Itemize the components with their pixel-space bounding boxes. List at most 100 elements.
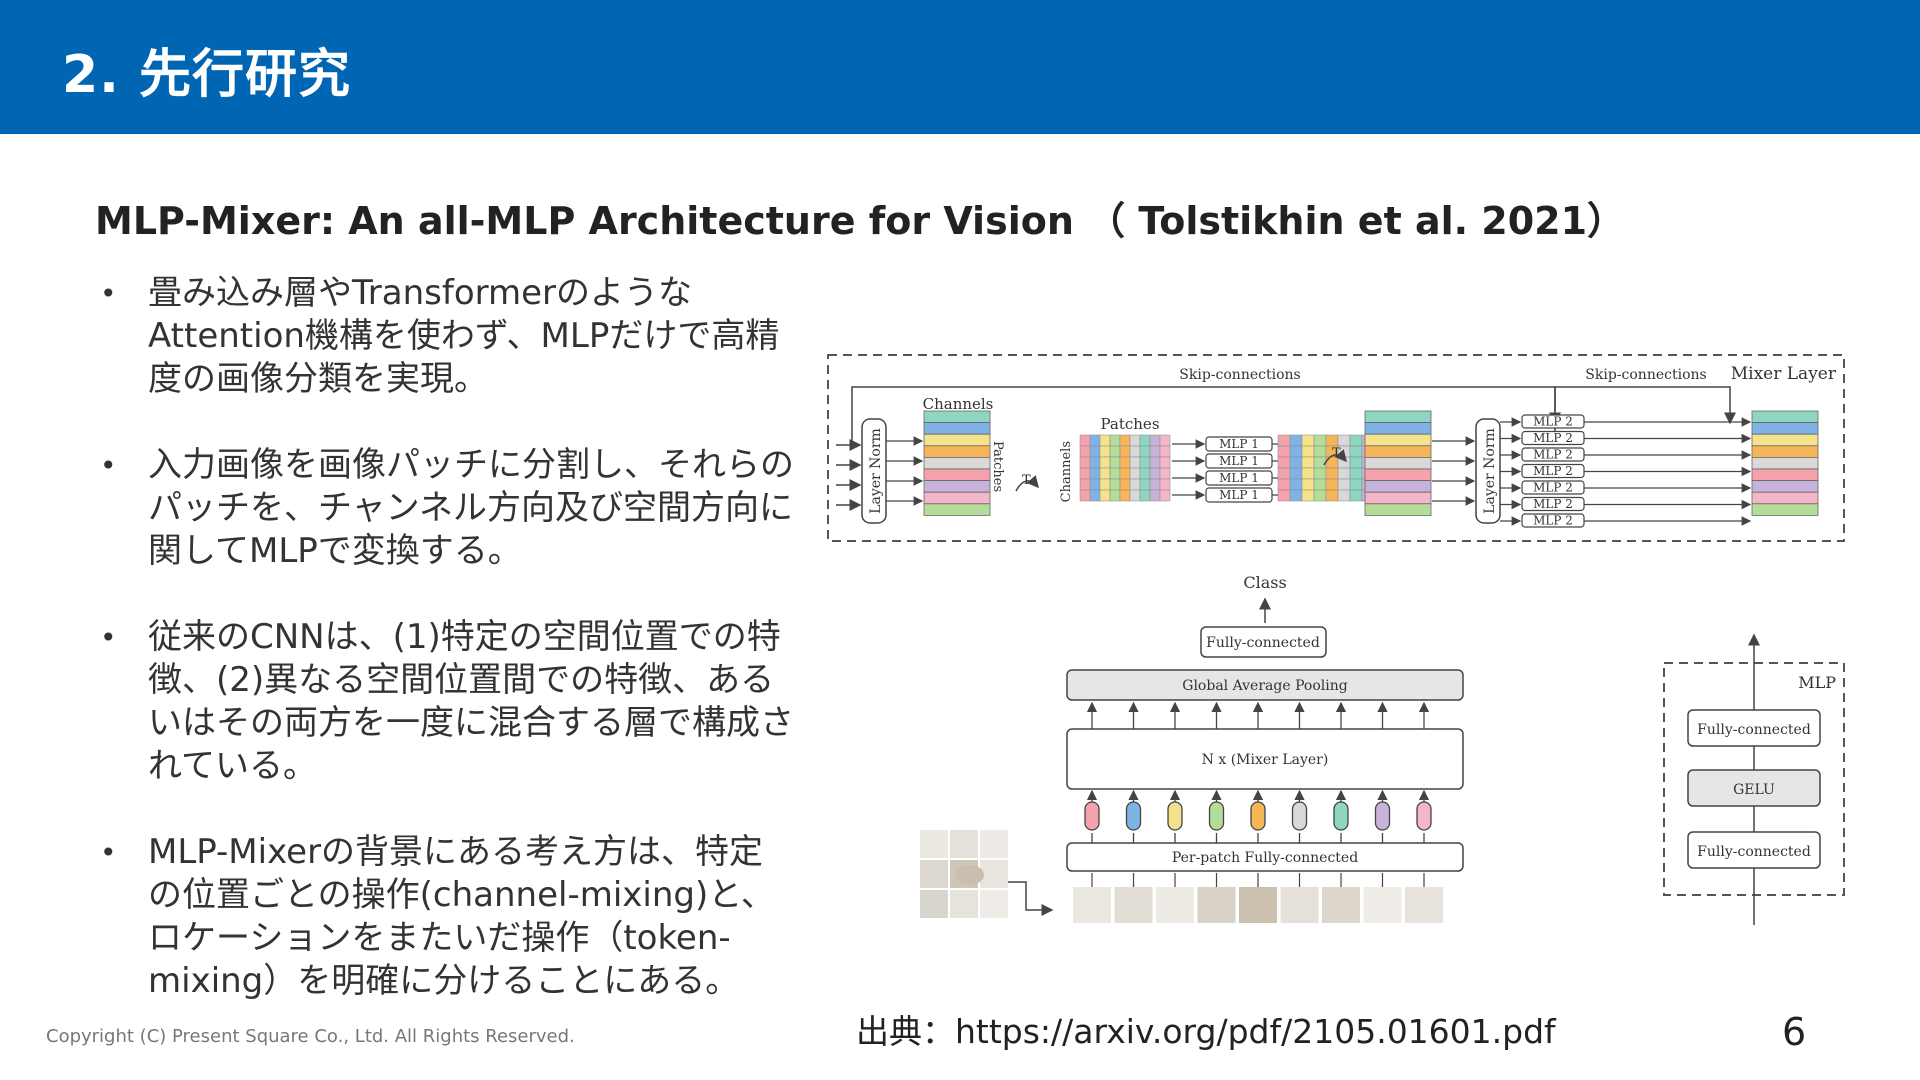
patch-cell: [1313, 445, 1327, 458]
patch-cell: [1109, 478, 1121, 491]
patch-cell: [1313, 434, 1327, 447]
input-patch: [1197, 887, 1236, 923]
title-bar: 2. 先行研究: [0, 0, 1920, 134]
channel-row: [1364, 433, 1432, 447]
channel-row: [923, 491, 991, 505]
mlp2-label: MLP 2: [1533, 481, 1573, 495]
input-patch: [1363, 887, 1402, 923]
patch-cell: [1129, 478, 1141, 491]
patch-cell: [1149, 456, 1161, 469]
mixer-stack-label: N x (Mixer Layer): [1202, 752, 1329, 768]
transpose-arrow-2: [1323, 449, 1347, 466]
patch-cell: [1109, 445, 1121, 458]
patch-cell: [1349, 478, 1363, 491]
patch-cell: [1149, 467, 1161, 480]
patch-cell: [1159, 445, 1171, 458]
patch-cell: [1119, 434, 1131, 447]
pooling-arrows: [1086, 701, 1430, 729]
global-average-pooling-box: [1066, 669, 1464, 701]
patch-cell: [1099, 467, 1111, 480]
patch-cell: [1277, 478, 1291, 491]
patch-cell: [1079, 467, 1091, 480]
patch-cell: [1289, 478, 1303, 491]
channel-row: [923, 457, 991, 470]
patch-cell: [1277, 434, 1291, 447]
mlp1-label: MLP 1: [1219, 471, 1259, 485]
channel-row: [1364, 422, 1432, 435]
layer-norm-label-1: Layer Norm: [868, 428, 884, 514]
patch-cell: [1159, 456, 1171, 469]
patch-cell: [1313, 478, 1327, 491]
patch-cell: [1289, 467, 1303, 480]
patch-cell: [1089, 456, 1101, 469]
token-pills: [1084, 789, 1432, 843]
mixer-layer-label: Mixer Layer: [1731, 364, 1837, 384]
patch-sequence: [1073, 873, 1443, 923]
copyright-notice: Copyright (C) Present Square Co., Ltd. A…: [46, 1026, 575, 1047]
channels-table-3: [1751, 410, 1819, 516]
mlp2-label: MLP 2: [1533, 448, 1573, 462]
patch-cell: [1099, 434, 1111, 447]
bullet-dot: •: [100, 836, 117, 869]
layer-norm-1: [861, 418, 887, 524]
input-patch: [1073, 887, 1111, 923]
per-patch-fc-box: [1066, 842, 1464, 872]
patch-cell: [1109, 456, 1121, 469]
patch-cell: [1325, 434, 1339, 447]
patch-cell: [1159, 467, 1171, 480]
mlp2-label: MLP 2: [1533, 514, 1573, 528]
patch-cell: [1079, 478, 1091, 491]
channel-row: [923, 503, 991, 516]
patch-cell: [1325, 478, 1339, 491]
class-label: Class: [1243, 573, 1286, 592]
patch-cell: [1089, 445, 1101, 458]
patch-cell: [1079, 489, 1091, 502]
patch-cell: [1301, 434, 1315, 447]
channel-row: [1751, 491, 1819, 505]
patch-cell: [1149, 434, 1161, 447]
channel-row: [1364, 457, 1432, 470]
patch-cell: [1159, 478, 1171, 491]
token-pill: [1084, 801, 1100, 831]
bullet-item: •畳み込み層やTransformerのようなAttention機構を使わず、ML…: [96, 272, 796, 401]
layer-norm-1-arrows: [886, 436, 924, 506]
per-patch-fc-label: Per-patch Fully-connected: [1172, 850, 1358, 866]
bullet-item: •MLP-Mixerの背景にある考え方は、特定の位置ごとの操作(channel-…: [96, 831, 796, 1003]
channel-row: [1751, 410, 1819, 424]
input-patch: [1322, 887, 1360, 923]
patch-cell: [1129, 456, 1141, 469]
patch-cell: [1349, 467, 1363, 480]
transpose-arrow-1: [1015, 475, 1039, 492]
channel-row: [923, 445, 991, 458]
patch-cell: [1149, 478, 1161, 491]
channel-row: [923, 422, 991, 435]
input-patch: [1114, 887, 1153, 923]
patch-cell: [1149, 489, 1161, 502]
patch-cell: [1289, 445, 1303, 458]
patch-cell: [1289, 456, 1303, 469]
bullet-dot: •: [100, 449, 117, 482]
mlp-mixer-diagram: Mixer Layer Skip-connections Skip-connec…: [820, 345, 1852, 935]
patch-cell: [1349, 434, 1363, 447]
channel-row: [1751, 457, 1819, 470]
patch-cell: [1289, 434, 1303, 447]
slide-title: 2. 先行研究: [62, 45, 352, 105]
patch-cell: [1313, 489, 1327, 502]
patch-cell: [1159, 434, 1171, 447]
fully-connected-label: Fully-connected: [1206, 635, 1320, 651]
patch-cell: [1079, 456, 1091, 469]
patch-cell: [1277, 489, 1291, 502]
input-patch: [1280, 887, 1319, 923]
bullet-dot: •: [100, 621, 117, 654]
mlp1-label: MLP 1: [1219, 437, 1259, 451]
patch-cell: [1325, 467, 1339, 480]
mlp-fc-bottom-label: Fully-connected: [1697, 844, 1811, 860]
patch-cell: [1277, 445, 1291, 458]
input-arrow: [1008, 881, 1054, 916]
channels-label: Channels: [923, 395, 994, 413]
token-pill: [1250, 801, 1266, 831]
input-patch: [1405, 887, 1443, 923]
bullet-text: 畳み込み層やTransformerのようなAttention機構を使わず、MLP…: [148, 273, 780, 399]
